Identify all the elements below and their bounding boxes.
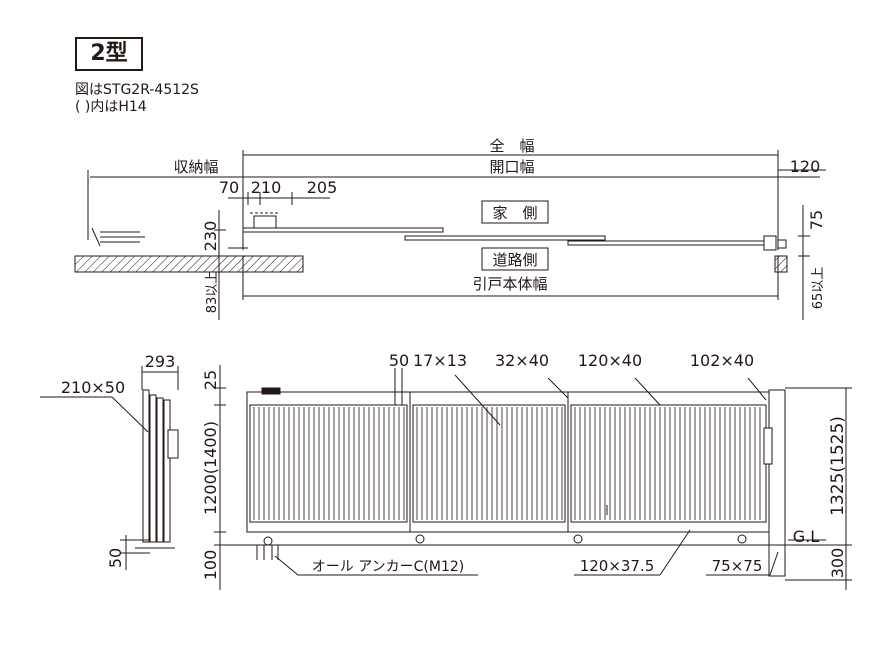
dim-75x75-label: 75×75 [712,557,763,575]
dim-1200-label: 1200(1400) [201,421,220,515]
house-side-label: 家 側 [492,204,537,222]
dim-120x375-label: 120×37.5 [580,557,655,575]
storage-width-label: 収納幅 [173,158,218,176]
dim-70-label: 70 [219,178,239,197]
dim-100-label: 100 [201,550,220,581]
plan-labels: 全 幅 開口幅 120 収納幅 70 210 205 家 側 道路側 引戸本体幅… [173,137,826,313]
dim-50-top-label: 50 [389,351,409,370]
dim-205-label: 205 [307,178,338,197]
dim-293-label: 293 [145,352,176,371]
ground-level-label: G.L [793,527,819,546]
wheel-1 [263,536,273,546]
dim-210-label: 210 [251,178,282,197]
plan-post [763,235,777,251]
plan-operator-box [253,215,277,229]
dim-17x13-label: 17×13 [413,351,467,370]
house-side-box [481,200,549,224]
dim-102x40-label: 102×40 [690,351,754,370]
plan-gate-panel-2 [404,235,606,241]
opening-width-label: 開口幅 [489,158,534,176]
dim-32x40-label: 32×40 [495,351,549,370]
wheel-4 [737,534,747,544]
dim-300-label: 300 [828,548,847,579]
dim-83-label: 83以上 [205,271,220,314]
model-note: 図はSTG2R-4512S [75,82,199,98]
gate-panel-1 [249,404,408,523]
dim-210x50-label: 210×50 [61,378,125,397]
gate-post [768,389,786,577]
wheel-2 [415,534,425,544]
gate-handle [763,427,773,465]
gate-outer-frame [246,391,770,533]
plan-view [74,150,826,320]
dim-120-label: 120 [790,157,821,176]
side-view [40,366,179,570]
ground-hatch-left [74,255,304,273]
dim-230-label: 230 [201,221,220,252]
anchor-label: オール アンカーC(M12) [312,559,464,575]
dim-75-label: 75 [807,210,826,230]
gate-body-width-label: 引戸本体幅 [472,275,547,293]
dim-25-label: 25 [201,370,220,390]
plan-gate-panel-1 [242,227,444,233]
overall-width-label: 全 幅 [489,137,534,155]
model-type-title: 2型 [75,37,143,71]
dim-65-label: 65以上 [811,267,826,310]
gate-panel-2 [412,404,566,523]
dim-120x40-label: 120×40 [578,351,642,370]
elevation-labels: 50 17×13 32×40 120×40 102×40 25 1200(140… [201,351,848,580]
road-side-box [481,247,549,271]
plan-gate-panel-3 [567,240,769,246]
dim-1325-label: 1325(1525) [828,416,848,516]
road-side-label: 道路側 [492,251,537,269]
gate-slats [253,407,761,520]
wheel-3 [573,534,583,544]
dim-50-side-label: 50 [106,548,125,568]
parenthesis-note: ( )内はH14 [75,99,147,115]
ground-hatch-right [774,255,788,273]
